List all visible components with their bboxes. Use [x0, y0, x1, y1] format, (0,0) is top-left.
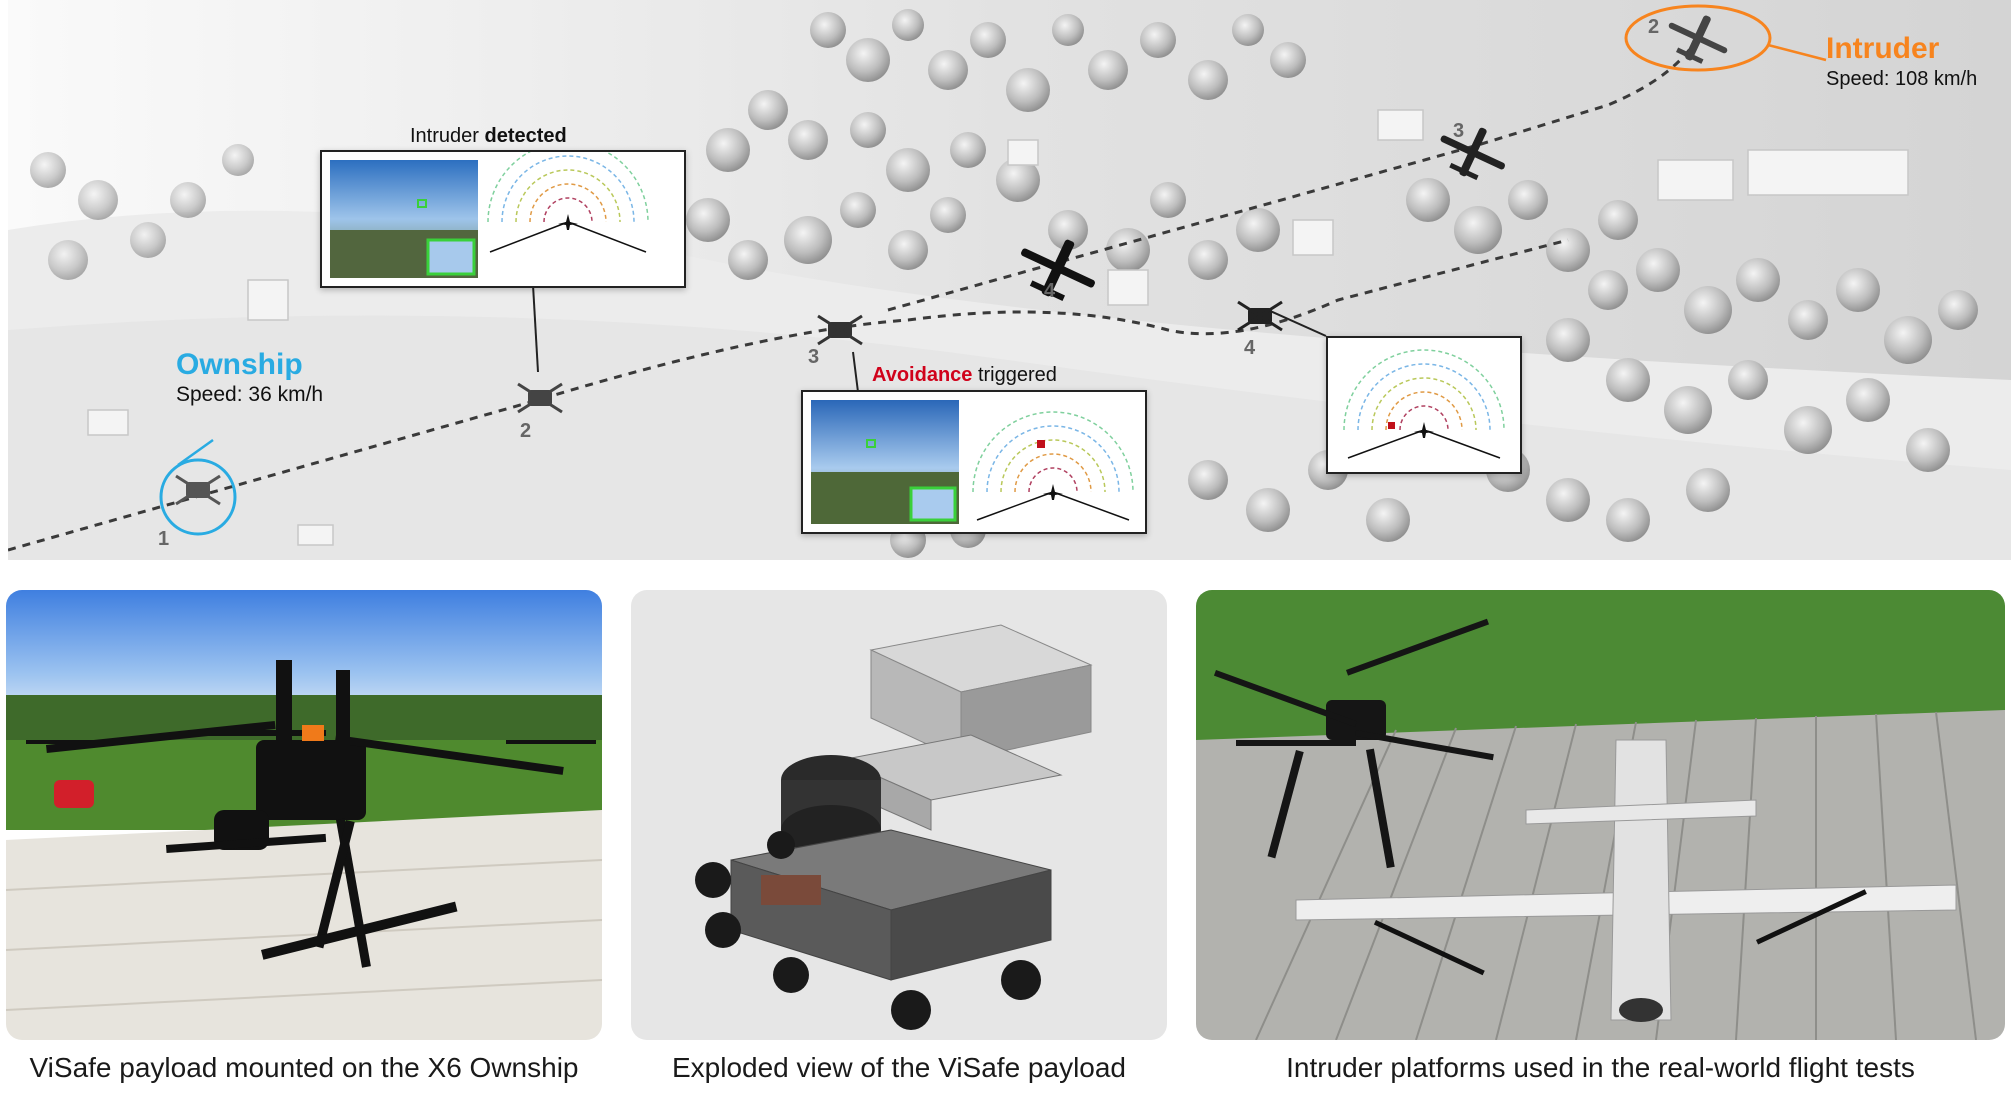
avoidance-callout-title: Avoidance triggered	[872, 364, 1057, 387]
caption-exploded-payload: Exploded view of the ViSafe payload	[671, 1052, 1126, 1083]
detected-callout-title: Intruder detected	[410, 125, 567, 148]
buildings	[87, 109, 1909, 546]
ownship-title: Ownship	[176, 348, 303, 381]
intruder-highlight-ring	[1624, 4, 1772, 72]
ownship-waypoint-1: 1	[158, 528, 170, 550]
intruder-aircraft-3	[1440, 127, 1506, 181]
ownship-speed: Speed: 36 km/h	[176, 383, 324, 406]
ownship-highlight-ring	[159, 458, 237, 536]
detection-zoom-crop	[426, 238, 476, 276]
ownship-drone-3	[817, 314, 863, 346]
detection-box	[866, 439, 876, 448]
intruder-flight-path	[887, 19, 1710, 312]
ownship-drone-1	[175, 474, 221, 506]
ownship-waypoint-4: 4	[1244, 337, 1256, 359]
intruder-waypoint-3: 3	[1453, 120, 1465, 142]
avoidance-callout-emphasis: Avoidance	[872, 364, 973, 386]
fixed-wing-vtol-intruder	[1295, 739, 1957, 1022]
detection-box	[417, 199, 427, 208]
x6-ownship-photo	[6, 590, 602, 1040]
cameras	[695, 831, 1041, 1030]
intruder-aircraft-4	[1021, 239, 1095, 301]
detected-callout-emphasis: detected	[484, 125, 567, 147]
red-motor-guard	[54, 780, 94, 808]
waypoint-4-radar-graphic	[1343, 349, 1505, 459]
hexacopter-intruder	[1213, 618, 1494, 869]
detected-callout-prefix: Intruder	[410, 125, 485, 147]
hexacopter	[26, 660, 596, 968]
exploded-payload-render	[695, 624, 1093, 1030]
intruder-waypoint-2: 2	[1648, 16, 1660, 38]
ownship-waypoint-3: 3	[808, 346, 820, 368]
detection-inset-graphic	[330, 141, 649, 278]
intruder-platforms-photo	[1196, 590, 2005, 1040]
intruder-title: Intruder	[1826, 32, 1940, 65]
tree-cluster-left	[30, 144, 254, 280]
target-marker	[1388, 422, 1395, 429]
ownship-drone-4	[1237, 300, 1283, 332]
ownship-flight-path	[8, 238, 1569, 552]
brown-component	[761, 875, 821, 905]
ownship-radar-icon	[558, 214, 578, 230]
caption-visafe-on-x6: ViSafe payload mounted on the X6 Ownship	[29, 1052, 579, 1083]
photo-intruder-platforms	[1196, 590, 2005, 1040]
avoidance-inset-panel	[801, 390, 1147, 534]
ownship-radar-icon	[1043, 484, 1063, 500]
flight-scenario-scene: 1 2 3 4 4 3 2 Ownship Speed: 36 km/h Int…	[8, 0, 2011, 560]
waypoint-4-radar-panel	[1326, 336, 1522, 474]
ownship-radar-icon	[1414, 422, 1434, 438]
photo-visafe-on-x6	[6, 590, 602, 1040]
avoidance-callout-suffix: triggered	[972, 364, 1057, 386]
intruder-aircraft-2	[1668, 15, 1728, 64]
radar-plot	[1343, 349, 1505, 459]
avoidance-inset-graphic	[811, 400, 1134, 524]
intruder-speed: Speed: 108 km/h	[1826, 68, 1978, 90]
detection-zoom-crop	[909, 486, 957, 522]
ownship-waypoint-2: 2	[520, 420, 532, 442]
target-marker	[1037, 440, 1045, 448]
intruder-waypoint-4: 4	[1044, 280, 1056, 302]
radar-plot	[487, 141, 649, 253]
detection-inset-panel	[320, 141, 686, 288]
photo-exploded-payload	[631, 590, 1167, 1040]
tree-cluster-top	[706, 9, 1306, 192]
tree-cluster-middle	[686, 158, 1280, 280]
lidar-sensor	[781, 755, 881, 855]
wooden-deck	[1255, 711, 1977, 1040]
orange-component	[302, 725, 324, 741]
ownship-drone-2	[517, 382, 563, 414]
radar-plot	[972, 411, 1134, 521]
caption-intruder-platforms: Intruder platforms used in the real-worl…	[1286, 1052, 1915, 1083]
